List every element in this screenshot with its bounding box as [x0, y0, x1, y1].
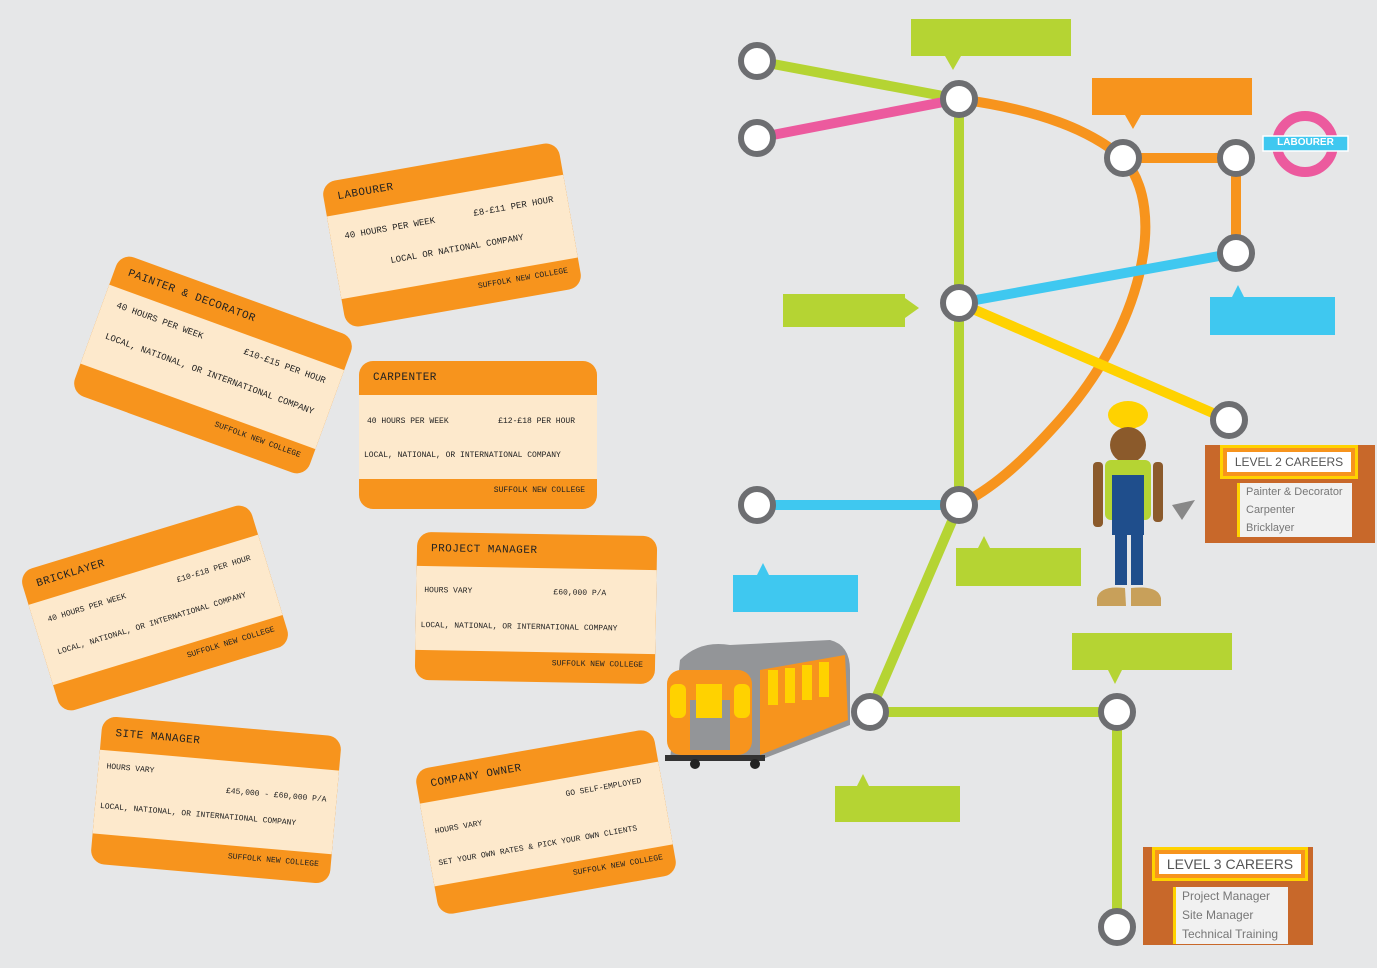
station — [738, 486, 776, 524]
ticket-scope: LOCAL, NATIONAL, OR INTERNATIONAL COMPAN… — [364, 451, 561, 460]
ticket-hours: HOURS VARY — [106, 762, 155, 776]
level2-panel: LEVEL 2 CAREERS Painter & Decorator Carp… — [1205, 445, 1375, 543]
callout-green — [835, 774, 960, 822]
callout-blue — [733, 563, 858, 612]
station — [1098, 908, 1136, 946]
callout-orange — [1092, 78, 1252, 129]
callout-green — [1072, 633, 1232, 684]
station — [1104, 139, 1142, 177]
level3-panel: LEVEL 3 CAREERS Project Manager Site Man… — [1143, 847, 1313, 945]
line-orange — [956, 94, 1241, 510]
list-item: Site Manager — [1182, 908, 1254, 922]
list-item: Carpenter — [1246, 504, 1295, 516]
ticket-pay: £12-£18 PER HOUR — [498, 417, 575, 426]
list-item: Project Manager — [1182, 889, 1271, 903]
ticket-pay: £60,000 P/A — [553, 588, 607, 599]
train-icon — [665, 640, 850, 769]
list-item: Technical Training — [1182, 927, 1279, 941]
ticket-hours: HOURS VARY — [434, 819, 484, 837]
station — [940, 80, 978, 118]
builder-icon — [1093, 401, 1195, 606]
station — [1217, 139, 1255, 177]
ticket-pay: £10-£18 PER HOUR — [175, 554, 252, 586]
ticket-college: SUFFOLK NEW COLLEGE — [227, 852, 320, 870]
level3-title: LEVEL 3 CAREERS — [1152, 847, 1308, 881]
level2-list: Painter & Decorator Carpenter Bricklayer — [1237, 483, 1352, 537]
list-item: Painter & Decorator — [1246, 486, 1343, 498]
line-blue — [757, 248, 1237, 510]
list-item: Bricklayer — [1246, 522, 1295, 534]
callout-green — [911, 19, 1071, 70]
roundel-icon — [1262, 111, 1349, 177]
ticket-pay: £8-£11 PER HOUR — [472, 194, 555, 219]
roundel-label: LABOURER — [1277, 137, 1334, 148]
level2-title: LEVEL 2 CAREERS — [1220, 445, 1358, 479]
ticket-college: SUFFOLK NEW COLLEGE — [551, 659, 644, 670]
ticket-pay: £45,000 - £60,000 P/A — [225, 786, 327, 805]
station — [1098, 693, 1136, 731]
station — [851, 693, 889, 731]
ticket-hours: 40 HOURS PER WEEK — [367, 417, 449, 426]
line-green — [756, 56, 1122, 927]
station — [1217, 234, 1255, 272]
station — [1210, 401, 1248, 439]
ticket-title: CARPENTER — [373, 372, 437, 384]
station — [940, 486, 978, 524]
ticket-carpenter: CARPENTER 40 HOURS PER WEEK £12-£18 PER H… — [359, 361, 597, 509]
callout-blue — [1210, 285, 1335, 335]
ticket-scope: LOCAL, NATIONAL, OR INTERNATIONAL COMPAN… — [99, 801, 297, 829]
station — [940, 284, 978, 322]
level3-list: Project Manager Site Manager Technical T… — [1173, 887, 1288, 944]
ticket-title: PROJECT MANAGER — [430, 543, 538, 558]
station — [738, 119, 776, 157]
ticket-project-manager: PROJECT MANAGER HOURS VARY £60,000 P/A LOC… — [414, 531, 658, 685]
line-pink — [756, 94, 960, 143]
ticket-scope: SET YOUR OWN RATES & PICK YOUR OWN CLIEN… — [437, 824, 638, 869]
station — [738, 42, 776, 80]
ticket-scope: LOCAL OR NATIONAL COMPANY — [389, 232, 525, 266]
callout-green — [956, 536, 1081, 586]
ticket-college: SUFFOLK NEW COLLEGE — [493, 486, 585, 495]
line-yellow — [957, 298, 1231, 425]
callout-green — [783, 294, 919, 327]
ticket-scope: LOCAL, NATIONAL, OR INTERNATIONAL COMPAN… — [420, 620, 618, 634]
ticket-hours: 40 HOURS PER WEEK — [343, 215, 436, 242]
ticket-hours: HOURS VARY — [424, 586, 473, 596]
callouts — [733, 19, 1335, 822]
ticket-site-manager: SITE MANAGER HOURS VARY£45,000 - £60,000… — [90, 715, 342, 885]
ticket-hours: 40 HOURS PER WEEK — [46, 592, 128, 625]
ticket-pay: GO SELF-EMPLOYED — [564, 776, 643, 800]
